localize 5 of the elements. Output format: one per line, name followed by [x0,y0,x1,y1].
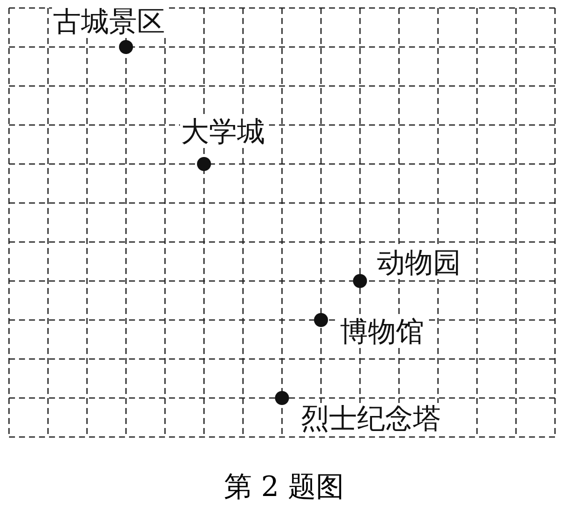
place-label: 烈士纪念塔 [300,403,442,435]
figure-caption: 第 2 题图 [224,470,344,503]
place-label: 大学城 [180,116,266,148]
place-label: 博物馆 [339,316,425,348]
place-label: 古城景区 [52,6,166,38]
